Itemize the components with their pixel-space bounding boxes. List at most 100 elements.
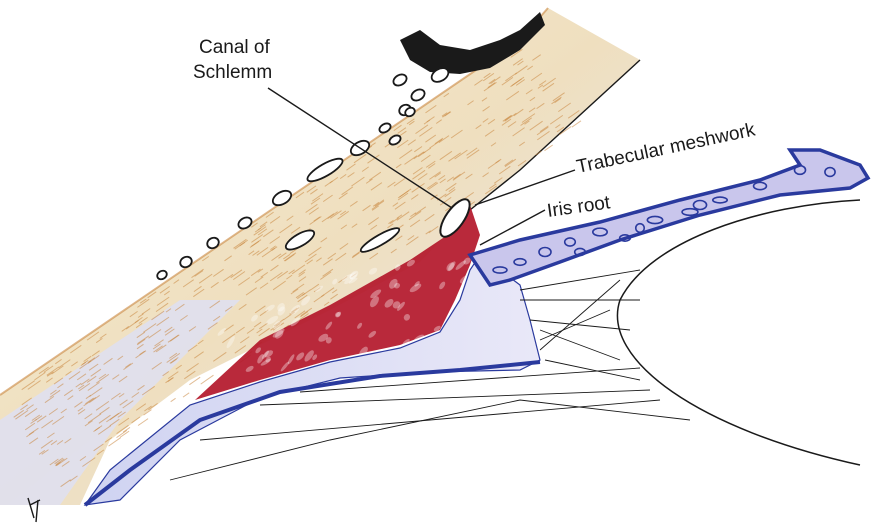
scleral-fiber [501,118,512,126]
label-trabecular-meshwork: Trabecular meshwork [575,119,758,177]
muscle-cell [446,262,455,272]
scleral-fiber [368,217,379,226]
scleral-fiber [340,210,347,216]
scleral-fiber [512,58,523,66]
scleral-fiber [91,350,100,357]
scleral-fiber [224,255,232,262]
scleral-fiber [85,394,92,400]
scleral-fiber [536,102,545,110]
scleral-fiber [213,268,224,277]
scleral-fiber [505,72,518,82]
muscle-cell [257,354,264,364]
scleral-fiber [425,230,431,235]
scleral-fiber [284,253,295,262]
scleral-fiber [260,271,269,278]
scleral-fiber [298,269,306,275]
muscle-cell [370,296,379,308]
scleral-fiber [365,178,373,184]
scleral-fiber [351,273,357,278]
scleral-fiber [251,239,262,247]
muscle-cell [304,350,314,362]
scleral-fiber [87,381,100,391]
scleral-fiber [555,124,561,129]
iris-cell [591,227,609,237]
scleral-fiber [98,414,111,424]
scleral-fiber [425,160,436,168]
scleral-fiber [506,90,520,101]
scleral-fiber [517,60,524,66]
vessel-lumen [392,73,408,87]
scleral-fiber [322,194,333,203]
scleral-fiber [393,124,402,132]
scleral-fiber [56,439,64,445]
scleral-fiber [397,190,410,199]
scleral-fiber [327,211,338,220]
ciliary-body [83,254,541,506]
scleral-fiber [144,405,152,412]
scleral-fiber [89,387,103,397]
scleral-fiber [233,238,247,249]
muscle-cell [315,285,324,292]
scleral-fiber [362,204,371,212]
scleral-fiber [136,331,146,339]
scleral-fiber [517,159,527,167]
scleral-fiber [446,176,455,182]
scleral-fiber [465,173,473,180]
scleral-fiber [194,351,204,359]
scleral-fiber [389,217,399,225]
scleral-fiber [510,48,523,58]
scleral-fiber [371,205,379,211]
scleral-fiber [246,328,255,334]
scleral-fiber [159,285,170,294]
scleral-fiber [439,150,453,161]
scleral-fiber [558,102,571,113]
scleral-fiber [188,326,197,332]
iris-cell [563,237,577,247]
scleral-fiber [90,368,102,377]
scleral-fiber [21,380,35,391]
scleral-fiber [88,357,96,363]
scleral-fiber [179,314,188,321]
scleral-fiber [482,105,490,112]
scleral-fiber [370,224,378,231]
scleral-fiber [20,404,28,411]
scleral-fiber [434,172,441,178]
scleral-fiber [339,242,349,250]
scleral-fiber [417,151,426,158]
muscle-cell [325,337,332,344]
scleral-fiber [286,274,293,280]
scleral-fiber [489,183,497,190]
muscle-cell [389,278,398,289]
scleral-fiber [294,310,306,319]
muscle-cell [402,338,410,346]
scleral-fiber [166,352,181,363]
scleral-fiber [324,180,333,187]
scleral-fiber [165,377,174,384]
label-canal-line2: Schlemm [193,62,272,83]
muscle-cell [277,306,286,316]
scleral-fiber [407,139,416,146]
iris-cell [793,164,807,176]
scleral-fiber [397,127,407,134]
scleral-fiber [256,246,269,256]
scleral-fiber [43,365,54,373]
scleral-fiber [387,223,394,229]
scleral-fiber [291,264,306,275]
scleral-fiber [117,355,124,361]
scleral-fiber [129,310,138,318]
muscle-cell [344,277,353,285]
scleral-fiber [84,420,93,427]
scleral-fiber [443,92,450,98]
scleral-fiber [340,224,348,230]
iris-cell [634,222,646,234]
scleral-fiber [310,197,321,205]
scleral-fiber [310,188,318,195]
muscle-cell [439,281,446,290]
scleral-fiber [444,111,452,117]
scleral-fiber [116,424,129,435]
scleral-fiber [55,358,62,365]
scleral-fiber [291,307,298,313]
muscle-cell [272,328,285,338]
muscle-cell [226,336,235,349]
scleral-fiber [60,408,67,414]
